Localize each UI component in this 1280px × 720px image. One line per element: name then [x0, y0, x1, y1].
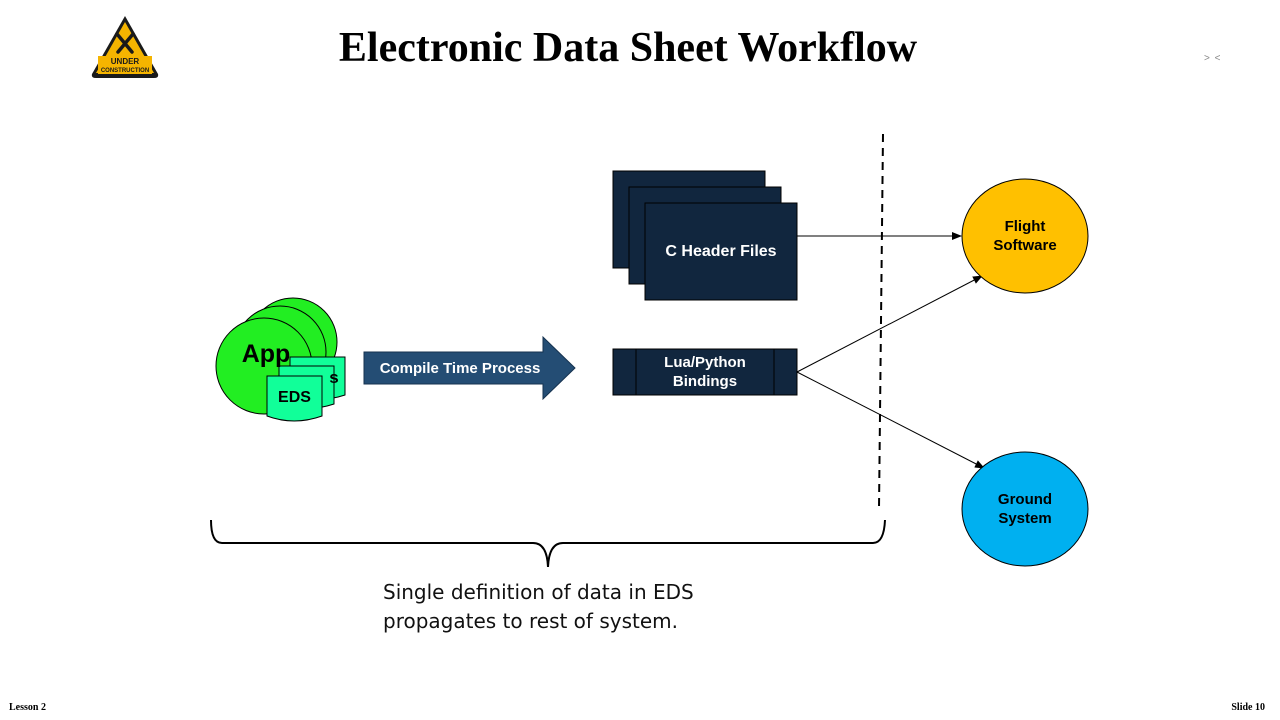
app-label: App [241, 339, 291, 368]
c-header-files-label: C Header Files [665, 242, 777, 260]
caption-line-1: Single definition of data in EDS [383, 580, 694, 604]
tools-icon [115, 32, 135, 54]
eds-doc-front [266, 375, 323, 422]
c-header-files-stack [612, 170, 798, 301]
arrow-bindings-to-flight [796, 275, 983, 373]
compile-process-label: Compile Time Process [379, 359, 541, 377]
warning-sign-icon: UNDER CONSTRUCTION [91, 16, 159, 78]
under-construction-logo: UNDER CONSTRUCTION [88, 12, 162, 80]
corner-mark: > < [1204, 53, 1222, 64]
footer-lesson: Lesson 2 [9, 702, 46, 713]
compile-process-arrow [363, 335, 576, 401]
ground-system-node [961, 451, 1089, 567]
slide-title: Electronic Data Sheet Workflow [338, 25, 918, 71]
ground-system-label: Ground System [997, 491, 1053, 527]
arrow-bindings-to-ground [796, 371, 985, 469]
caption-line-2: propagates to rest of system. [383, 609, 678, 633]
flight-software-label: Flight Software [993, 218, 1057, 254]
boundary-dashed-line [878, 133, 884, 509]
app-back-label: s [329, 368, 339, 387]
caption: Single definition of data in EDS propaga… [383, 578, 783, 636]
svg-text:UNDER: UNDER [111, 57, 140, 66]
scope-brace [210, 519, 886, 568]
svg-text:CONSTRUCTION: CONSTRUCTION [101, 68, 149, 74]
eds-label: EDS [278, 389, 311, 406]
flight-software-node [961, 178, 1089, 294]
footer-slide-number: Slide 10 [1231, 702, 1265, 713]
app-stack [215, 297, 346, 422]
bindings-label: Lua/Python Bindings [664, 354, 746, 390]
